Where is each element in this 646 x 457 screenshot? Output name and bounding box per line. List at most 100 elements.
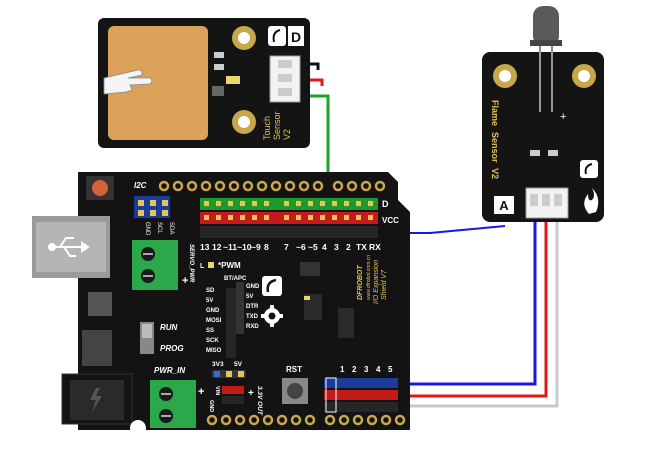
bt-pin-label: GND xyxy=(246,284,260,290)
bottom-pin-holes xyxy=(206,414,406,426)
dfrobot-logo-icon xyxy=(262,276,282,296)
bt-pin-label: 5V xyxy=(206,298,213,304)
prog-label: PROG xyxy=(160,344,184,353)
pin-label: 13 xyxy=(200,242,210,252)
flame-icon xyxy=(584,188,599,214)
i2c-header xyxy=(134,196,170,218)
flame-plus-mark: + xyxy=(560,111,566,123)
pin-label: ~11 xyxy=(223,242,237,252)
out-label: 3.3V OUT xyxy=(256,386,263,416)
pin-label: 3 xyxy=(334,242,339,252)
pwr-in-terminal xyxy=(150,380,196,428)
bt-left-pin-labels: SD 5V GND MOSI SS SCK MISO xyxy=(206,288,222,354)
status-led xyxy=(208,262,214,268)
pin-label: ~10 xyxy=(237,242,252,252)
servo-pwr-label: SERVO_PWR xyxy=(188,244,194,283)
pin-label: 12 xyxy=(212,242,222,252)
voltage-label-3v3: 3V3 xyxy=(212,361,224,368)
bt-pin-label: MISO xyxy=(206,348,222,354)
usb-icon xyxy=(48,237,90,257)
bt-pin-label: SD xyxy=(206,288,215,294)
brand-text: DFROBOT www.dfrobot.com.cn I/O Expansion… xyxy=(357,255,388,304)
pin-label: ~9 xyxy=(251,242,261,252)
pin-label: 4 xyxy=(376,365,381,374)
flame-gnd-wire xyxy=(398,212,559,408)
i2c-label: I2C xyxy=(134,181,147,190)
rst-button[interactable] xyxy=(287,383,303,399)
bt-left-header xyxy=(226,288,236,358)
pin-label: 3 xyxy=(364,365,369,374)
touch-label-2: Sensor xyxy=(272,111,282,140)
pin-label: 2 xyxy=(352,365,357,374)
pin-label: 5 xyxy=(388,365,393,374)
bt-pin-label: RXD xyxy=(246,324,259,330)
pin-label: 8 xyxy=(264,242,269,252)
digital-pin-labels: 13 12 ~11 ~10 ~9 8 7 ~6 ~5 4 3 2 TX RX xyxy=(200,242,381,252)
led-label: L xyxy=(200,263,205,270)
flame-label-3: V2 xyxy=(490,168,500,179)
touch-type-letter: D xyxy=(291,29,301,45)
vcc-label: VCC xyxy=(382,216,399,225)
plus-mark: + xyxy=(248,388,254,399)
pin-label: ~5 xyxy=(308,242,318,252)
vin-label: VIN xyxy=(214,386,220,395)
bt-label: BT/APC xyxy=(224,276,247,282)
pwr-plus-mark: + xyxy=(198,386,204,398)
d-label: D xyxy=(382,199,389,209)
pointing-hand-icon xyxy=(103,69,153,95)
bt-pin-label: SCK xyxy=(206,338,219,344)
bt-right-header xyxy=(236,282,244,334)
top-pin-holes xyxy=(158,180,386,192)
bt-pin-label: SS xyxy=(206,328,214,334)
pin-label: 4 xyxy=(322,242,327,252)
usb-port xyxy=(32,216,110,278)
servo-power-terminal xyxy=(132,240,178,290)
touch-label: Touch xyxy=(262,116,272,140)
touch-label-3: V2 xyxy=(282,129,292,140)
voltage-select-jumper[interactable] xyxy=(212,370,246,378)
bt-pin-label: MOSI xyxy=(206,318,222,324)
flame-label-2: Sensor xyxy=(490,132,500,163)
reset-button[interactable] xyxy=(92,180,108,196)
svg-text:DFROBOT: DFROBOT xyxy=(357,265,364,300)
touch-pad xyxy=(108,26,208,140)
rst-label: RST xyxy=(286,365,302,374)
i2c-pin-sda: SDA xyxy=(168,222,174,234)
run-label: RUN xyxy=(160,323,178,332)
pin-label: 2 xyxy=(346,242,351,252)
touch-sensor-module: D Touch Sensor V2 xyxy=(98,18,310,148)
pin-label: TX xyxy=(356,242,367,252)
svg-text:Shield V7: Shield V7 xyxy=(381,269,388,300)
digital-header-black xyxy=(200,226,378,238)
io-expansion-shield: I2C GND SCL SDA xyxy=(32,172,410,436)
flame-label: Flame xyxy=(490,100,500,126)
pin-label: 1 xyxy=(340,365,345,374)
analog-header xyxy=(324,378,398,412)
chip xyxy=(300,262,320,276)
bt-pin-label: GND xyxy=(206,308,220,314)
i2c-pin-gnd: GND xyxy=(144,222,150,236)
flame-sensor-module: + Flame Sensor V2 A xyxy=(482,6,604,222)
bt-pin-label: 5V xyxy=(246,294,253,300)
svg-text:www.dfrobot.com.cn: www.dfrobot.com.cn xyxy=(366,255,372,300)
chip xyxy=(304,294,322,320)
pwr-in-label: PWR_IN xyxy=(154,366,185,375)
flame-type-letter: A xyxy=(499,198,509,213)
servo-plus-mark: + xyxy=(182,275,188,287)
dfrobot-logo-icon xyxy=(268,26,286,46)
vin-gnd-header xyxy=(222,386,244,404)
gnd-label: GND xyxy=(208,400,214,412)
pwm-label: *PWM xyxy=(218,261,241,270)
i2c-pin-scl: SCL xyxy=(156,222,162,234)
flame-vcc-wire xyxy=(398,212,548,398)
mount-hole xyxy=(130,420,146,436)
svg-text:I/O Expansion: I/O Expansion xyxy=(373,260,380,304)
bt-pin-label: DTR xyxy=(246,304,259,310)
voltage-label-5v: 5V xyxy=(234,361,243,368)
chip xyxy=(338,308,354,338)
bt-right-pin-labels: GND 5V DTR TXD RXD xyxy=(246,284,260,330)
bt-pin-label: TXD xyxy=(246,314,259,320)
pin-label: RX xyxy=(369,242,381,252)
dfrobot-logo-icon xyxy=(580,160,598,178)
